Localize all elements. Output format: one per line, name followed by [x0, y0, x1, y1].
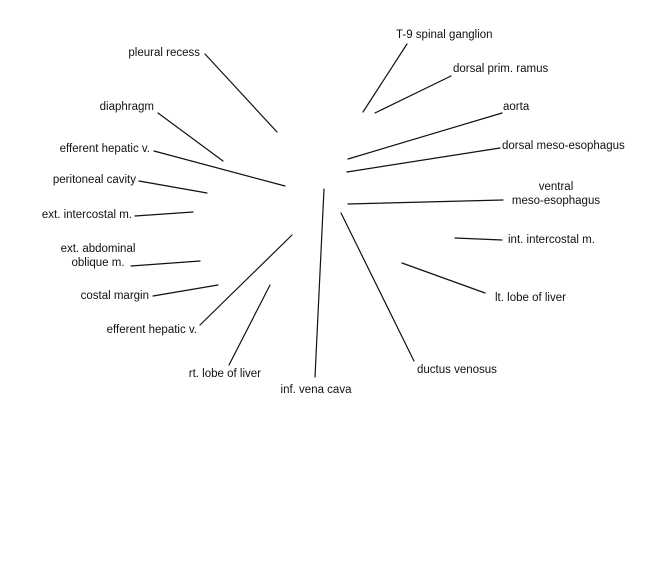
label-t9-spinal-ganglion: T-9 spinal ganglion [396, 29, 493, 41]
leader-diaphragm [157, 112, 224, 162]
label-diaphragm: diaphragm [99, 101, 154, 113]
label-int-intercostal-m: int. intercostal m. [508, 234, 595, 246]
leader-aorta [347, 112, 503, 160]
leader-rt-lobe-of-liver [228, 284, 271, 366]
leader-pleural-recess [204, 53, 278, 133]
label-rt-lobe-of-liver: rt. lobe of liver [188, 368, 261, 380]
leader-ventral-meso-esophagus [347, 199, 504, 205]
leader-inf-vena-cava [314, 188, 325, 378]
label-pleural-recess: pleural recess [128, 47, 200, 59]
leader-ext-intercostal-m [134, 211, 194, 217]
label-efferent-hepatic-v-upper: efferent hepatic v. [59, 143, 150, 155]
label-ext-intercostal-m: ext. intercostal m. [41, 209, 132, 221]
label-inf-vena-cava: inf. vena cava [280, 384, 352, 396]
label-peritoneal-cavity: peritoneal cavity [52, 174, 136, 186]
leader-costal-margin [152, 284, 219, 297]
leader-int-intercostal-m [454, 237, 503, 241]
leader-ductus-venosus [340, 212, 415, 362]
leader-dorsal-meso-esophagus [346, 147, 501, 173]
leader-lt-lobe-of-liver [401, 262, 486, 294]
label-dorsal-meso-esophagus: dorsal meso-esophagus [502, 140, 625, 152]
label-costal-margin: costal margin [80, 290, 149, 302]
leader-efferent-hepatic-v-upper [153, 150, 286, 187]
label-dorsal-prim-ramus: dorsal prim. ramus [453, 63, 549, 75]
label-ext-abdominal-oblique-m: ext. abdominal oblique m. [60, 243, 136, 269]
leader-efferent-hepatic-v-lower [199, 234, 293, 326]
leader-ext-abdominal-oblique-m [130, 260, 201, 267]
leader-peritoneal-cavity [138, 180, 208, 194]
label-efferent-hepatic-v-lower: efferent hepatic v. [106, 324, 197, 336]
label-aorta: aorta [503, 101, 530, 113]
label-ventral-meso-esophagus: ventral meso-esophagus [511, 181, 601, 207]
leader-t9-spinal-ganglion [362, 43, 408, 113]
leader-dorsal-prim-ramus [374, 75, 452, 114]
label-lt-lobe-of-liver: lt. lobe of liver [495, 292, 566, 304]
label-ductus-venosus: ductus venosus [417, 364, 497, 376]
